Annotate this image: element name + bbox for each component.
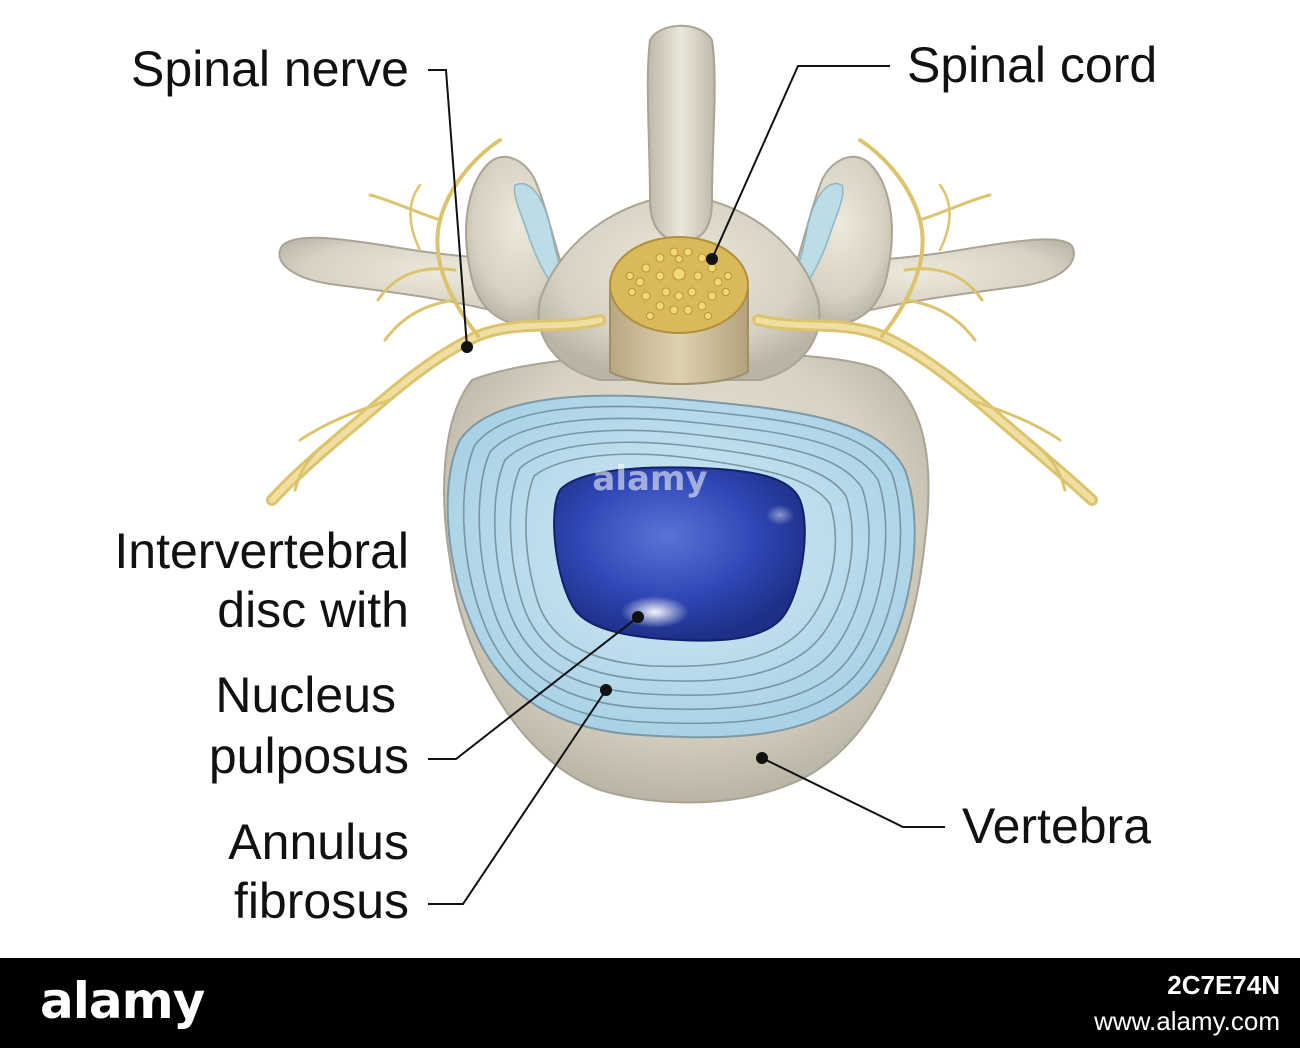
dot-spinal-cord [706, 253, 718, 265]
label-vertebra: Vertebra [962, 798, 1151, 854]
alamy-logo: alamy [40, 972, 205, 1030]
leader-spinal-cord [711, 65, 890, 260]
spinal-cord [609, 236, 749, 385]
dot-spinal-nerve [461, 341, 473, 353]
dot-annulus [600, 684, 612, 696]
spinal-nerve-right [752, 138, 1098, 506]
stock-url: www.alamy.com [1094, 1006, 1280, 1036]
leader-dots [461, 253, 768, 764]
label-nucleus-line1: Nucleus [215, 667, 396, 723]
label-annulus-line2: fibrosus [234, 873, 409, 929]
spinous-process [646, 24, 716, 244]
label-intervertebral-line2: disc with [217, 582, 409, 638]
leader-vertebra [761, 757, 945, 828]
label-intervertebral-line1: Intervertebral [114, 523, 409, 579]
spinal-nerve-left [266, 138, 606, 506]
label-spinal-nerve: Spinal nerve [131, 41, 409, 97]
spinal-cord-fibers [626, 247, 732, 320]
image-id: 2C7E74N [1167, 970, 1280, 1000]
label-spinal-cord: Spinal cord [907, 37, 1157, 93]
dot-vertebra [756, 752, 768, 764]
leader-nucleus [428, 616, 639, 760]
dot-nucleus [632, 611, 644, 623]
stock-footer-bar: alamy 2C7E74N www.alamy.com [0, 958, 1300, 1048]
leader-lines [428, 65, 945, 905]
label-nucleus-line2: pulposus [209, 728, 409, 784]
label-annulus-line1: Annulus [228, 814, 409, 870]
anatomy-diagram: alamy Spinal nerve Spinal cord Intervert… [114, 24, 1157, 929]
leader-spinal-nerve [428, 69, 468, 348]
watermark: alamy [592, 459, 707, 499]
leader-annulus [428, 689, 607, 905]
